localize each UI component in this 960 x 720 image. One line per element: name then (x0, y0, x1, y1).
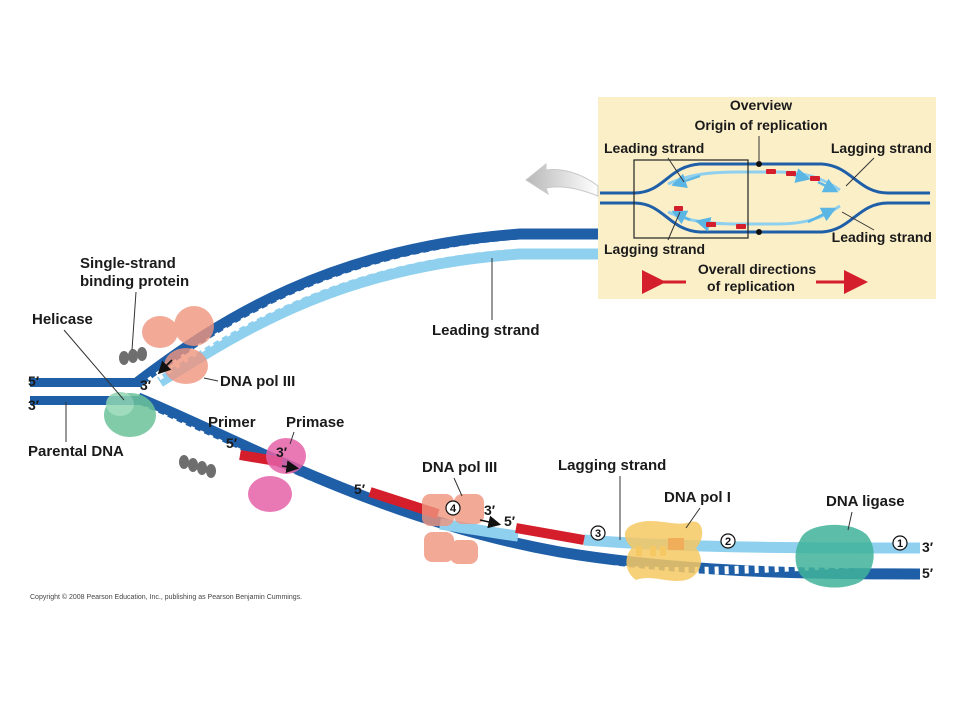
primase-synthesis-arrow (281, 460, 300, 473)
ssb-protein-bottom (179, 455, 216, 478)
step-circle-1: 1 (892, 535, 908, 551)
end-5-pol3b: 5′ (504, 513, 516, 529)
end-3-pol3: 3′ (140, 377, 152, 393)
overview-primers (674, 169, 820, 229)
lagging-new-strand (583, 534, 921, 554)
curved-arrow-icon (525, 162, 599, 197)
pol3-synthesis-arrow (479, 515, 502, 529)
step-number: 3 (595, 528, 601, 540)
directions-label-line2: of replication (707, 278, 795, 294)
overview-lead-arrow-right (807, 207, 837, 224)
origin-dot-top (756, 161, 762, 167)
step-number: 2 (725, 536, 731, 548)
end-3-primase: 3′ (276, 444, 288, 460)
origin-label: Origin of replication (694, 117, 827, 133)
dna-ligase-protein (795, 524, 874, 588)
parental-base-pairs (40, 387, 114, 396)
leading-strand-label: Leading strand (432, 322, 540, 339)
parental-dna (30, 378, 142, 405)
end-5-right: 5′ (922, 565, 934, 581)
step-circle-4: 4 (445, 500, 461, 516)
origin-dot-bottom (756, 229, 762, 235)
overview-lag-arrow-left-1 (671, 210, 691, 225)
overview-background (598, 97, 936, 299)
ssb-label-line1: Single-strand (80, 255, 176, 272)
ssb-label-line2: binding protein (80, 273, 189, 290)
step-circle-2: 2 (720, 533, 736, 549)
end-3-right: 3′ (922, 539, 934, 555)
primer-label: Primer (208, 414, 256, 431)
overview-leading-right-label: Leading strand (832, 229, 932, 245)
overview-lag-arrow-right-2 (817, 178, 839, 193)
end-5-primer: 5′ (226, 435, 238, 451)
directions-label-line1: Overall directions (698, 261, 816, 277)
dna-pol3-top-label: DNA pol III (220, 373, 295, 390)
leading-base-ladder (147, 239, 598, 386)
dna-pol3-bottom-protein (422, 494, 484, 564)
overview-panel: Overview Origin of replication Leading s… (598, 97, 936, 299)
overview-lagging-left-label: Lagging strand (604, 241, 705, 257)
copyright-text: Copyright © 2008 Pearson Education, Inc.… (30, 593, 302, 601)
step-number: 4 (450, 503, 457, 515)
parental-dna-label: Parental DNA (28, 443, 124, 460)
end-5-left: 5′ (28, 373, 40, 389)
dna-ligase-label: DNA ligase (826, 493, 905, 510)
end-5-okazaki: 5′ (354, 481, 366, 497)
end-3-left: 3′ (28, 397, 40, 413)
overview-title: Overview (730, 97, 792, 113)
dna-pol1-label: DNA pol I (664, 489, 731, 506)
zoom-box (633, 159, 749, 239)
overview-lead-arrow-left (671, 173, 701, 188)
step-circle-3: 3 (590, 525, 606, 541)
replication-fork: 1 2 3 4 (30, 228, 921, 588)
leading-synthesis-arrow (157, 359, 173, 375)
overview-lagging-right-label: Lagging strand (831, 140, 932, 156)
overview-leading-left-label: Leading strand (604, 140, 704, 156)
dna-pol3-top-protein (142, 306, 214, 384)
ssb-protein-top (119, 347, 147, 365)
okazaki-fragment-2 (439, 518, 519, 542)
labels: Single-strand binding protein Helicase P… (28, 255, 934, 601)
helicase-label: Helicase (32, 311, 93, 328)
primase-label: Primase (286, 414, 344, 431)
primer-segment-3 (515, 523, 585, 545)
lagging-strand-label: Lagging strand (558, 457, 666, 474)
step-number: 1 (897, 538, 903, 550)
dna-pol3-bottom-label: DNA pol III (422, 459, 497, 476)
end-3-pol3b: 3′ (484, 502, 496, 518)
helicase-protein (104, 392, 156, 437)
dna-pol1-protein (624, 520, 703, 581)
